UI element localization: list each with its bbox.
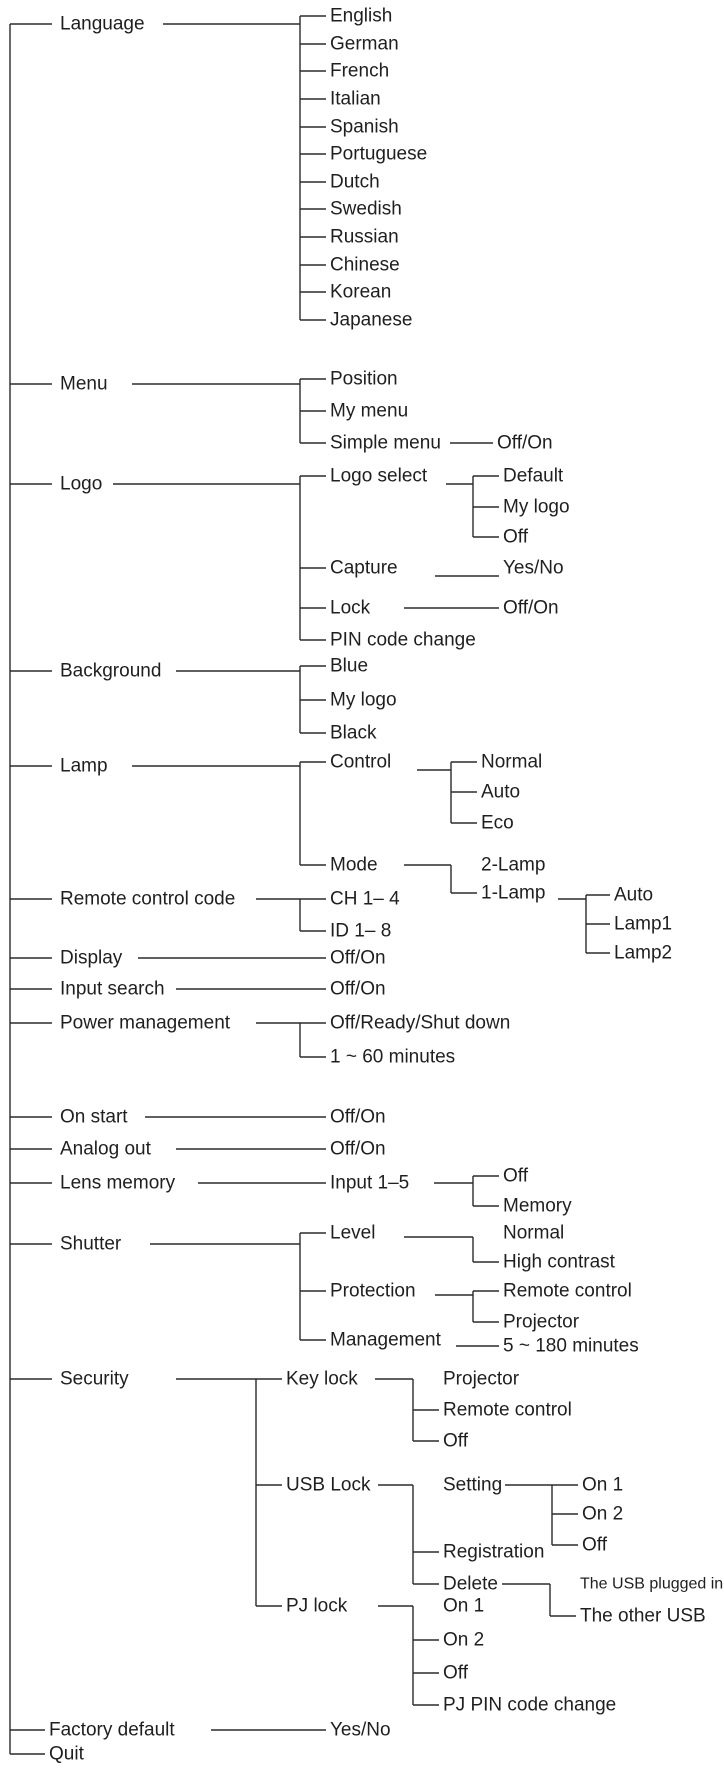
menu-my-menu-item[interactable]: My menu — [330, 400, 409, 422]
pj-lock-option-on-1[interactable]: On 1 — [443, 1595, 485, 1617]
security-usb-lock-item[interactable]: USB Lock — [286, 1474, 371, 1496]
one-lamp-option-auto[interactable]: Auto — [614, 884, 654, 906]
usb-lock-setting-item[interactable]: Setting — [443, 1474, 503, 1496]
pj-lock-option-on-2[interactable]: On 2 — [443, 1629, 485, 1651]
shutter-level-item[interactable]: Level — [330, 1222, 376, 1244]
background-item[interactable]: Background — [60, 660, 162, 682]
remote-code-option-id[interactable]: ID 1– 8 — [330, 920, 392, 942]
power-management-item[interactable]: Power management — [60, 1012, 231, 1034]
language-option-russian[interactable]: Russian — [330, 226, 399, 248]
simple-menu-value[interactable]: Off/On — [497, 432, 553, 454]
lamp-control-option-eco[interactable]: Eco — [481, 812, 514, 834]
power-management-option-minutes[interactable]: 1 ~ 60 minutes — [330, 1046, 456, 1068]
lamp-control-option-auto[interactable]: Auto — [481, 781, 521, 803]
setting-option-on-2[interactable]: On 2 — [582, 1503, 624, 1525]
pj-lock-option-off[interactable]: Off — [443, 1662, 468, 1684]
logo-select-option-default[interactable]: Default — [503, 465, 564, 487]
pj-lock-pin-code-change-item[interactable]: PJ PIN code change — [443, 1694, 617, 1716]
lamp-control-item[interactable]: Control — [330, 751, 392, 773]
on-start-item[interactable]: On start — [60, 1106, 128, 1128]
language-option-italian[interactable]: Italian — [330, 88, 381, 110]
language-item[interactable]: Language — [60, 13, 145, 35]
language-option-german[interactable]: German — [330, 33, 399, 55]
key-lock-option-off[interactable]: Off — [443, 1430, 468, 1452]
lamp-mode-option-1-lamp[interactable]: 1-Lamp — [481, 882, 546, 904]
one-lamp-option-lamp1[interactable]: Lamp1 — [614, 913, 673, 935]
lamp-mode-item[interactable]: Mode — [330, 854, 378, 876]
shutter-level-option-normal[interactable]: Normal — [503, 1222, 565, 1244]
menu-simple-menu-item[interactable]: Simple menu — [330, 432, 441, 454]
logo-select-option-off[interactable]: Off — [503, 526, 528, 548]
factory-default-item[interactable]: Factory default — [49, 1719, 175, 1741]
capture-value[interactable]: Yes/No — [503, 557, 564, 579]
logo-item[interactable]: Logo — [60, 473, 103, 495]
display-item[interactable]: Display — [60, 947, 123, 969]
lens-memory-item[interactable]: Lens memory — [60, 1172, 176, 1194]
shutter-protection-item[interactable]: Protection — [330, 1280, 416, 1302]
lamp-item[interactable]: Lamp — [60, 755, 108, 777]
shutter-management-value[interactable]: 5 ~ 180 minutes — [503, 1335, 639, 1357]
security-item[interactable]: Security — [60, 1368, 129, 1390]
background-option-my-logo[interactable]: My logo — [330, 689, 397, 711]
language-option-dutch[interactable]: Dutch — [330, 171, 380, 193]
menu-item[interactable]: Menu — [60, 373, 108, 395]
logo-lock-value[interactable]: Off/On — [503, 597, 559, 619]
on-start-value[interactable]: Off/On — [330, 1106, 386, 1128]
power-management-option-mode[interactable]: Off/Ready/Shut down — [330, 1012, 511, 1034]
language-option-japanese[interactable]: Japanese — [330, 309, 413, 331]
input-search-value[interactable]: Off/On — [330, 978, 386, 1000]
logo-pin-code-change-item[interactable]: PIN code change — [330, 629, 476, 651]
language-option-korean[interactable]: Korean — [330, 281, 392, 303]
shutter-item[interactable]: Shutter — [60, 1233, 122, 1255]
logo-select-option-my-logo[interactable]: My logo — [503, 496, 570, 518]
delete-option-usb-plugged-in[interactable]: The USB plugged in — [580, 1575, 724, 1593]
language-option-chinese[interactable]: Chinese — [330, 254, 400, 276]
language-option-portuguese[interactable]: Portuguese — [330, 143, 428, 165]
key-lock-option-projector[interactable]: Projector — [443, 1368, 520, 1390]
analog-out-item[interactable]: Analog out — [60, 1138, 151, 1160]
logo-lock-item[interactable]: Lock — [330, 597, 371, 619]
lens-memory-option-memory[interactable]: Memory — [503, 1195, 572, 1217]
shutter-level-option-high-contrast[interactable]: High contrast — [503, 1251, 615, 1273]
language-option-spanish[interactable]: Spanish — [330, 116, 399, 138]
menu-position-item[interactable]: Position — [330, 368, 398, 390]
logo-capture-item[interactable]: Capture — [330, 557, 398, 579]
factory-default-value[interactable]: Yes/No — [330, 1719, 391, 1741]
security-pj-lock-item[interactable]: PJ lock — [286, 1595, 348, 1617]
lens-memory-input-item[interactable]: Input 1–5 — [330, 1172, 410, 1194]
key-lock-option-remote-control[interactable]: Remote control — [443, 1399, 572, 1421]
language-option-english[interactable]: English — [330, 5, 393, 27]
display-value[interactable]: Off/On — [330, 947, 386, 969]
lens-memory-option-off[interactable]: Off — [503, 1165, 528, 1187]
delete-option-other-usb[interactable]: The other USB — [580, 1605, 706, 1627]
analog-out-value[interactable]: Off/On — [330, 1138, 386, 1160]
language-option-french[interactable]: French — [330, 60, 390, 82]
usb-lock-delete-item[interactable]: Delete — [443, 1573, 498, 1595]
lamp-control-option-normal[interactable]: Normal — [481, 751, 543, 773]
setting-option-off[interactable]: Off — [582, 1534, 607, 1556]
one-lamp-option-lamp2[interactable]: Lamp2 — [614, 942, 673, 964]
background-option-black[interactable]: Black — [330, 722, 377, 744]
shutter-management-item[interactable]: Management — [330, 1329, 441, 1351]
language-option-swedish[interactable]: Swedish — [330, 198, 402, 220]
background-option-blue[interactable]: Blue — [330, 655, 369, 677]
logo-select-item[interactable]: Logo select — [330, 465, 428, 487]
input-search-item[interactable]: Input search — [60, 978, 165, 1000]
setting-option-on-1[interactable]: On 1 — [582, 1474, 624, 1496]
shutter-protection-option-remote[interactable]: Remote control — [503, 1280, 632, 1302]
usb-lock-registration-item[interactable]: Registration — [443, 1541, 545, 1563]
security-key-lock-item[interactable]: Key lock — [286, 1368, 358, 1390]
remote-code-option-ch[interactable]: CH 1– 4 — [330, 888, 400, 910]
lamp-mode-option-2-lamp[interactable]: 2-Lamp — [481, 854, 546, 876]
shutter-protection-option-projector[interactable]: Projector — [503, 1311, 580, 1333]
remote-control-code-item[interactable]: Remote control code — [60, 888, 236, 910]
quit-item[interactable]: Quit — [49, 1743, 84, 1765]
